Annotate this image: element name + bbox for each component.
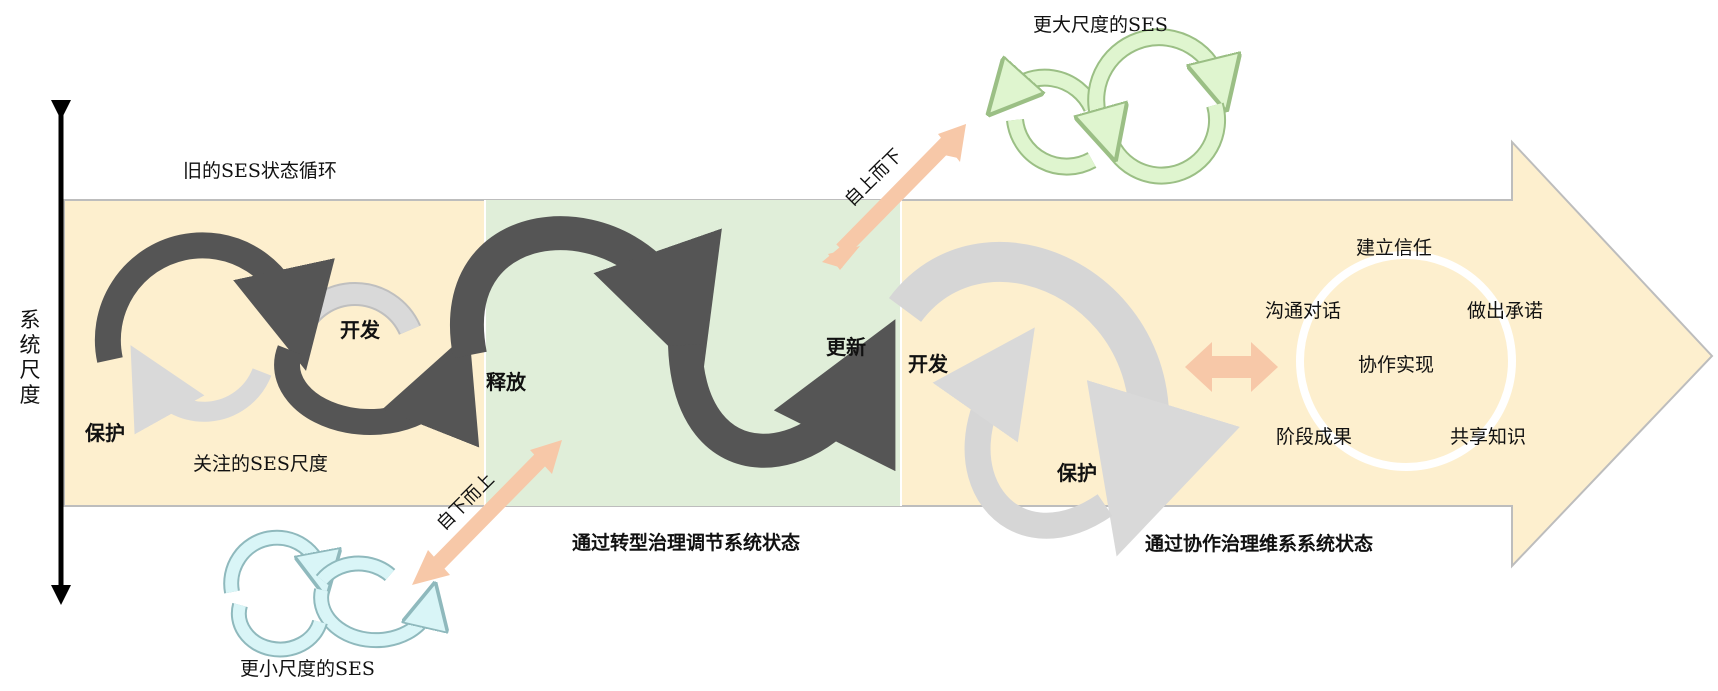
collab-step-right-lower: 共享知识 [1450, 426, 1527, 448]
top-down-arrow [822, 124, 966, 270]
light-cycle-arrow [888, 241, 1240, 557]
section-transform-title: 通过转型治理调节系统状态 [572, 532, 801, 554]
collab-step-top: 建立信任 [1356, 237, 1433, 259]
dark-cycle-arrow [94, 232, 335, 371]
light-cycle-arrow [932, 327, 1113, 539]
y-axis-label: 系统尺度 [19, 308, 41, 407]
smaller-scale-label: 更小尺度的SES [240, 658, 375, 680]
release-renewal-arrows [450, 216, 896, 472]
dark-cycle-arrow [274, 331, 480, 448]
phase-release: 释放 [486, 370, 526, 394]
collab-step-left-lower: 阶段成果 [1276, 426, 1353, 448]
phase-exploit-left: 开发 [340, 318, 380, 342]
section-collab-title: 通过协作治理维系系统状态 [1145, 533, 1374, 555]
dark-cycle-arrow [668, 319, 896, 472]
focal-scale-label: 关注的SES尺度 [193, 453, 328, 475]
phase-renewal: 更新 [826, 335, 866, 359]
phase-conserve-left: 保护 [85, 421, 125, 445]
light-cycle-arrow [130, 345, 272, 435]
focal-adaptive-cycle [94, 232, 480, 448]
collab-step-left-upper: 沟通对话 [1265, 300, 1342, 322]
bottom-up-arrow [412, 440, 562, 585]
phase-exploit-right: 开发 [908, 352, 948, 376]
dark-cycle-arrow [450, 216, 722, 380]
old-cycle-title: 旧的SES状态循环 [183, 160, 337, 182]
collab-circle [1296, 251, 1516, 471]
collab-step-center: 协作实现 [1358, 354, 1435, 376]
smaller-scale-cycle [223, 529, 430, 658]
larger-scale-cycle [1006, 28, 1220, 185]
larger-scale-label: 更大尺度的SES [1033, 14, 1168, 36]
phase-conserve-right: 保护 [1057, 461, 1097, 485]
collab-step-right-upper: 做出承诺 [1467, 300, 1544, 322]
collab-adaptive-cycle [888, 241, 1240, 557]
